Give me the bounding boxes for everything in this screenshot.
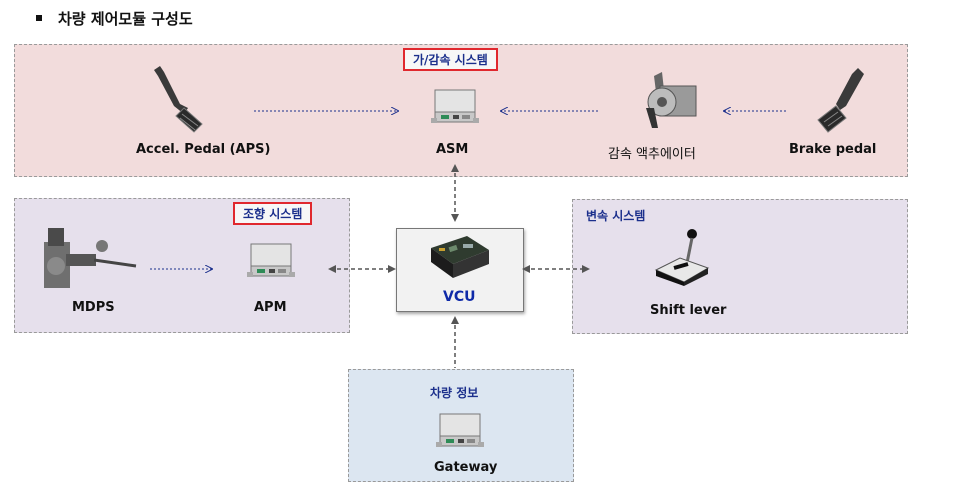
transmission-system-panel [572,199,908,334]
brake-pedal-icon [817,68,864,133]
mdps-label: MDPS [72,300,115,315]
decel-actuator-icon [646,72,697,128]
accel-pedal-icon [154,66,203,133]
mdps-icon [44,228,137,288]
asm-label: ASM [436,142,469,157]
asm-module-icon [431,89,479,123]
shift-lever-icon [654,229,710,286]
vcu-label: VCU [443,289,476,305]
bullet-icon [36,14,42,21]
vehicle-info-system-label: 차량 정보 [430,386,479,400]
apm-label: APM [254,300,287,315]
steering-system-label: 조향 시스템 [233,202,313,225]
gateway-module-icon [436,413,484,447]
apm-module-icon [247,243,295,277]
vcu-board-icon [431,236,489,278]
aps-label: Accel. Pedal (APS) [136,142,271,157]
transmission-system-label: 변속 시스템 [586,209,646,223]
page-title: 차량 제어모듈 구성도 [36,8,193,29]
brake-label: Brake pedal [789,142,877,157]
accel-system-label: 가/감속 시스템 [403,48,498,71]
gateway-label: Gateway [434,460,498,475]
shift-lever-label: Shift lever [650,303,727,318]
actuator-label: 감속 액추에이터 [608,147,696,162]
